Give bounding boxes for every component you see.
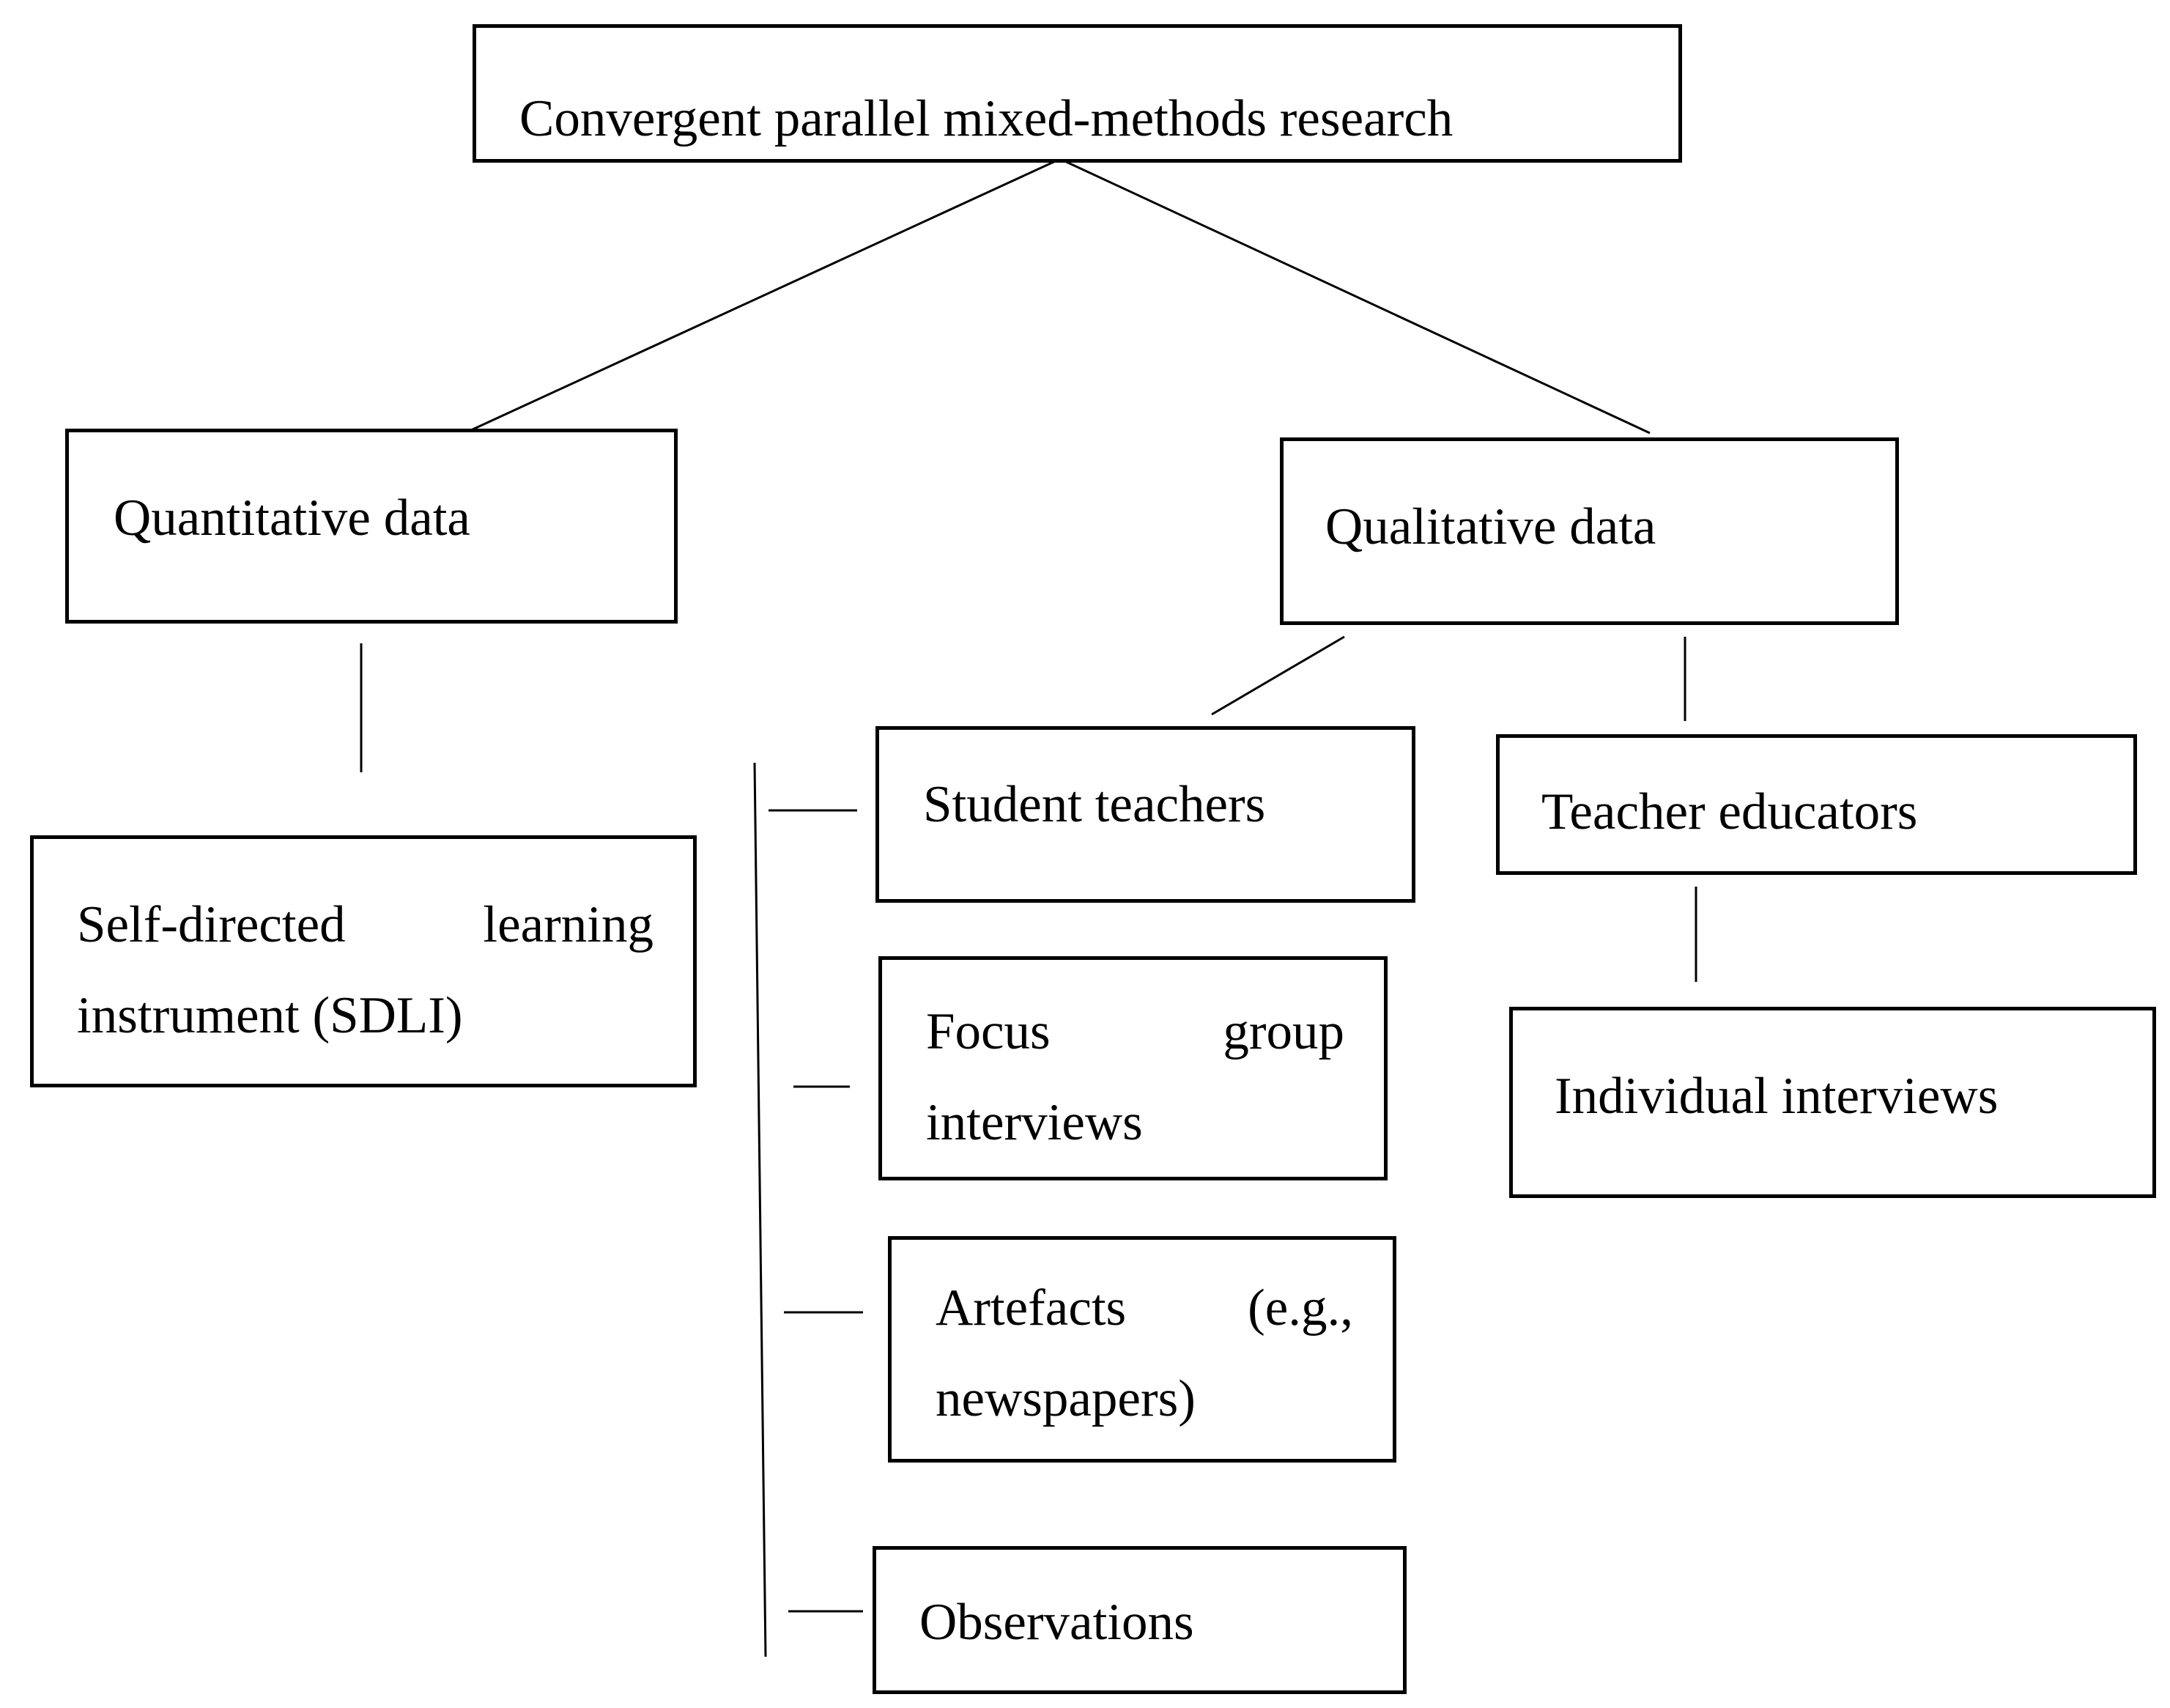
- student-teachers-label: Student teachers: [923, 776, 1266, 833]
- qualitative-data-box: Qualitative data: [1280, 437, 1899, 625]
- root-box: Convergent parallel mixed-methods resear…: [473, 24, 1682, 163]
- sdli-label-line-1: Self-directed learning: [77, 896, 653, 953]
- qualitative-data-label: Qualitative data: [1325, 498, 1656, 555]
- observations-label: Observations: [919, 1594, 1194, 1651]
- observations-box: Observations: [873, 1546, 1407, 1694]
- focus-group-label-line-1: Focus group: [926, 1003, 1344, 1060]
- connector-root-to-qualitative: [1059, 158, 1651, 435]
- artefacts-label-line-2: newspapers): [936, 1370, 1196, 1427]
- teacher-educators-label: Teacher educators: [1541, 783, 1918, 840]
- sdli-box: Self-directed learning instrument (SDLI): [30, 835, 697, 1087]
- quantitative-data-box: Quantitative data: [65, 429, 678, 624]
- quantitative-data-label: Quantitative data: [114, 489, 470, 547]
- artefacts-box: Artefacts (e.g., newspapers): [888, 1236, 1396, 1463]
- teacher-educators-box: Teacher educators: [1496, 734, 2137, 875]
- artefacts-label-line-1: Artefacts (e.g.,: [936, 1279, 1353, 1337]
- connector-student-methods-vertical: [753, 762, 767, 1657]
- sdli-label-line-2: instrument (SDLI): [77, 987, 463, 1044]
- root-label: Convergent parallel mixed-methods resear…: [519, 90, 1454, 147]
- connector-root-to-quantitative: [470, 158, 1061, 432]
- individual-interviews-label: Individual interviews: [1555, 1068, 1999, 1125]
- connector-qualitative-to-student-teachers: [1211, 635, 1345, 716]
- individual-interviews-box: Individual interviews: [1509, 1007, 2156, 1198]
- student-teachers-box: Student teachers: [875, 726, 1415, 903]
- focus-group-box: Focus group interviews: [878, 956, 1388, 1180]
- focus-group-label-line-2: interviews: [926, 1094, 1143, 1151]
